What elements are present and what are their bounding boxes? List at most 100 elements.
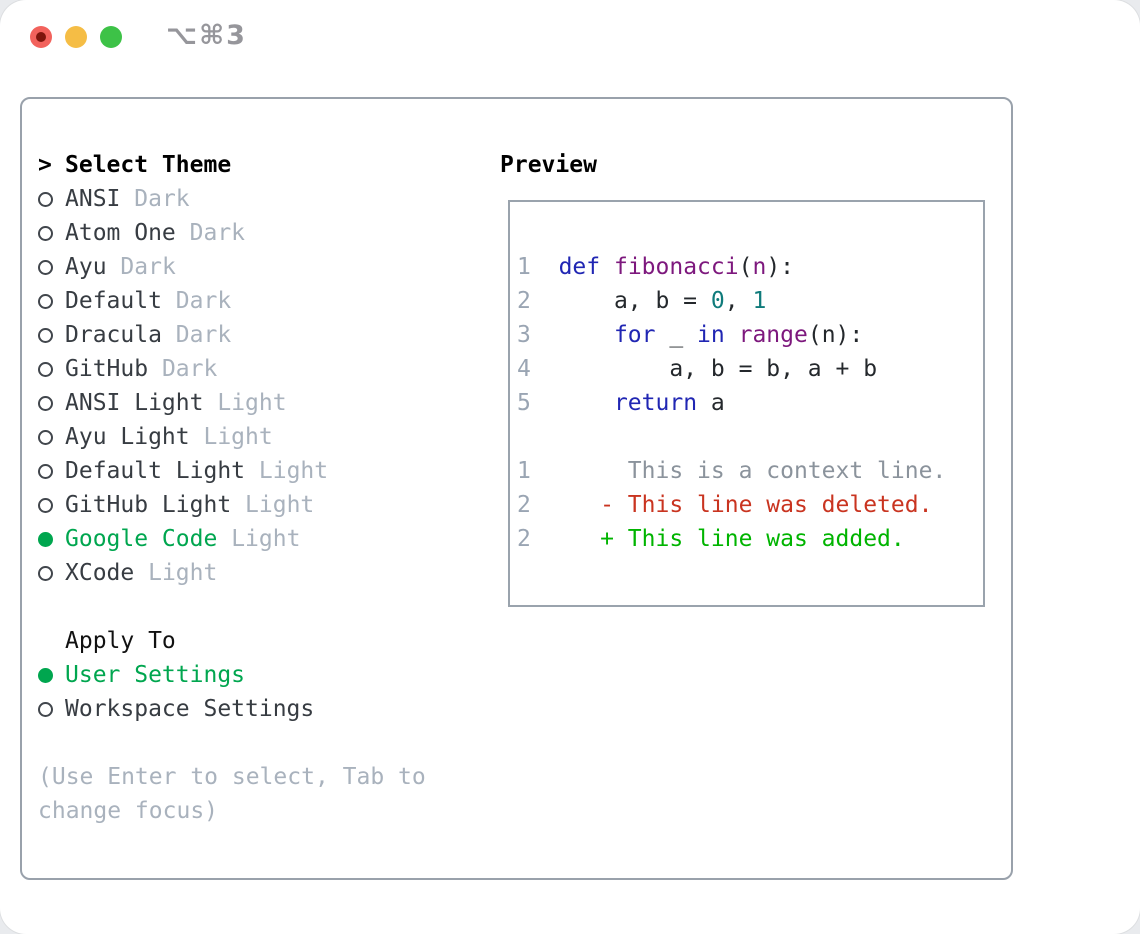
theme-variant-label: Dark — [120, 254, 176, 280]
token-ctx: This is a context line. — [558, 458, 947, 484]
option-label: Ayu Light — [65, 424, 190, 450]
radio-prefix — [38, 284, 65, 318]
token-plain: _ — [655, 322, 698, 348]
code-line: 3 for _ in range(n): — [517, 318, 981, 352]
radio-icon — [38, 702, 53, 717]
theme-variant-label: Light — [148, 560, 218, 586]
line-number: 4 — [517, 356, 531, 382]
prompt-caret-icon: > — [38, 152, 52, 178]
option-label: ANSI Light — [65, 390, 204, 416]
token-add: + This line was added. — [558, 526, 905, 552]
token-del: - This line was deleted. — [558, 492, 933, 518]
radio-icon — [38, 328, 53, 343]
line-number: 2 — [517, 288, 531, 314]
theme-option-atom-one[interactable]: Atom One Dark — [38, 216, 478, 250]
theme-option-ansi[interactable]: ANSI Dark — [38, 182, 478, 216]
radio-icon — [38, 192, 53, 207]
apply-to-title: Apply To — [65, 628, 176, 654]
token-plain: , — [724, 288, 753, 314]
radio-prefix — [38, 216, 65, 250]
close-button-inner-dot-icon — [36, 32, 46, 42]
spacer — [38, 590, 478, 624]
theme-option-xcode[interactable]: XCode Light — [38, 556, 478, 590]
prompt-prefix: > — [38, 148, 65, 182]
theme-option-default[interactable]: Default Dark — [38, 284, 478, 318]
token-kw: for — [613, 322, 656, 348]
token-plain: ( — [738, 254, 753, 280]
token-num: 1 — [752, 288, 767, 314]
radio-prefix — [38, 454, 65, 488]
hint-line-1: (Use Enter to select, Tab to — [38, 764, 426, 790]
radio-prefix — [38, 352, 65, 386]
radio-icon — [38, 566, 53, 581]
token-fn: range — [738, 322, 808, 348]
radio-icon — [38, 294, 53, 309]
line-number: 2 — [517, 526, 531, 552]
theme-option-dracula[interactable]: Dracula Dark — [38, 318, 478, 352]
theme-variant-label: Dark — [175, 288, 232, 314]
theme-option-ayu-light[interactable]: Ayu Light Light — [38, 420, 478, 454]
option-label: Atom One — [65, 220, 176, 246]
minimize-button[interactable] — [65, 26, 87, 48]
token-kw: return — [613, 390, 698, 416]
line-number: 1 — [517, 254, 531, 280]
code-line: 4 a, b = b, a + b — [517, 352, 981, 386]
apply-to-header: Apply To — [38, 624, 478, 658]
radio-icon — [38, 464, 53, 479]
option-label: Ayu — [65, 254, 107, 280]
radio-icon — [38, 362, 53, 377]
token-plain: (n): — [807, 322, 864, 348]
radio-prefix — [38, 692, 65, 726]
theme-variant-label: Dark — [189, 220, 246, 246]
option-label: GitHub Light — [65, 492, 232, 518]
code-line: 5 return a — [517, 386, 981, 420]
token-plain — [725, 322, 739, 348]
theme-option-github[interactable]: GitHub Dark — [38, 352, 478, 386]
code-line: 2 a, b = 0, 1 — [517, 284, 981, 318]
token-plain: a, b = b, a + b — [558, 356, 878, 382]
theme-variant-label: Dark — [175, 322, 232, 348]
preview-header: Preview — [500, 152, 597, 178]
token-kw: def — [558, 254, 601, 280]
theme-option-ansi-light[interactable]: ANSI Light Light — [38, 386, 478, 420]
theme-variant-label: Dark — [161, 356, 218, 382]
token-fn: fibonacci — [613, 254, 739, 280]
radio-selected-icon — [38, 532, 53, 547]
radio-prefix — [38, 658, 65, 692]
radio-prefix — [38, 522, 65, 556]
option-label: Default — [65, 288, 162, 314]
diff-context-line: 1 This is a context line. — [517, 454, 981, 488]
theme-option-ayu[interactable]: Ayu Dark — [38, 250, 478, 284]
theme-option-github-light[interactable]: GitHub Light Light — [38, 488, 478, 522]
radio-icon — [38, 396, 53, 411]
theme-option-google-code[interactable]: Google Code Light — [38, 522, 478, 556]
select-theme-title: Select Theme — [65, 152, 232, 178]
theme-variant-label: Light — [231, 526, 301, 552]
option-label: Dracula — [65, 322, 162, 348]
line-number: 1 — [517, 458, 531, 484]
theme-variant-label: Dark — [134, 186, 190, 212]
token-num: 0 — [710, 288, 725, 314]
close-button[interactable] — [30, 26, 52, 48]
option-label: User Settings — [65, 662, 246, 688]
line-number: 2 — [517, 492, 531, 518]
apply-option-user-settings[interactable]: User Settings — [38, 658, 478, 692]
apply-option-workspace-settings[interactable]: Workspace Settings — [38, 692, 478, 726]
radio-prefix — [38, 386, 65, 420]
window-title: ⌥⌘3 — [166, 20, 247, 51]
zoom-button[interactable] — [100, 26, 122, 48]
radio-selected-icon — [38, 668, 53, 683]
traffic-lights — [30, 26, 122, 48]
token-plain: a — [697, 390, 725, 416]
theme-variant-label: Light — [203, 424, 273, 450]
theme-variant-label: Light — [258, 458, 329, 484]
diff-added-line: 2 + This line was added. — [517, 522, 981, 556]
hint-line-2: change focus) — [38, 798, 219, 824]
blank-line — [517, 420, 981, 454]
theme-option-default-light[interactable]: Default Light Light — [38, 454, 478, 488]
